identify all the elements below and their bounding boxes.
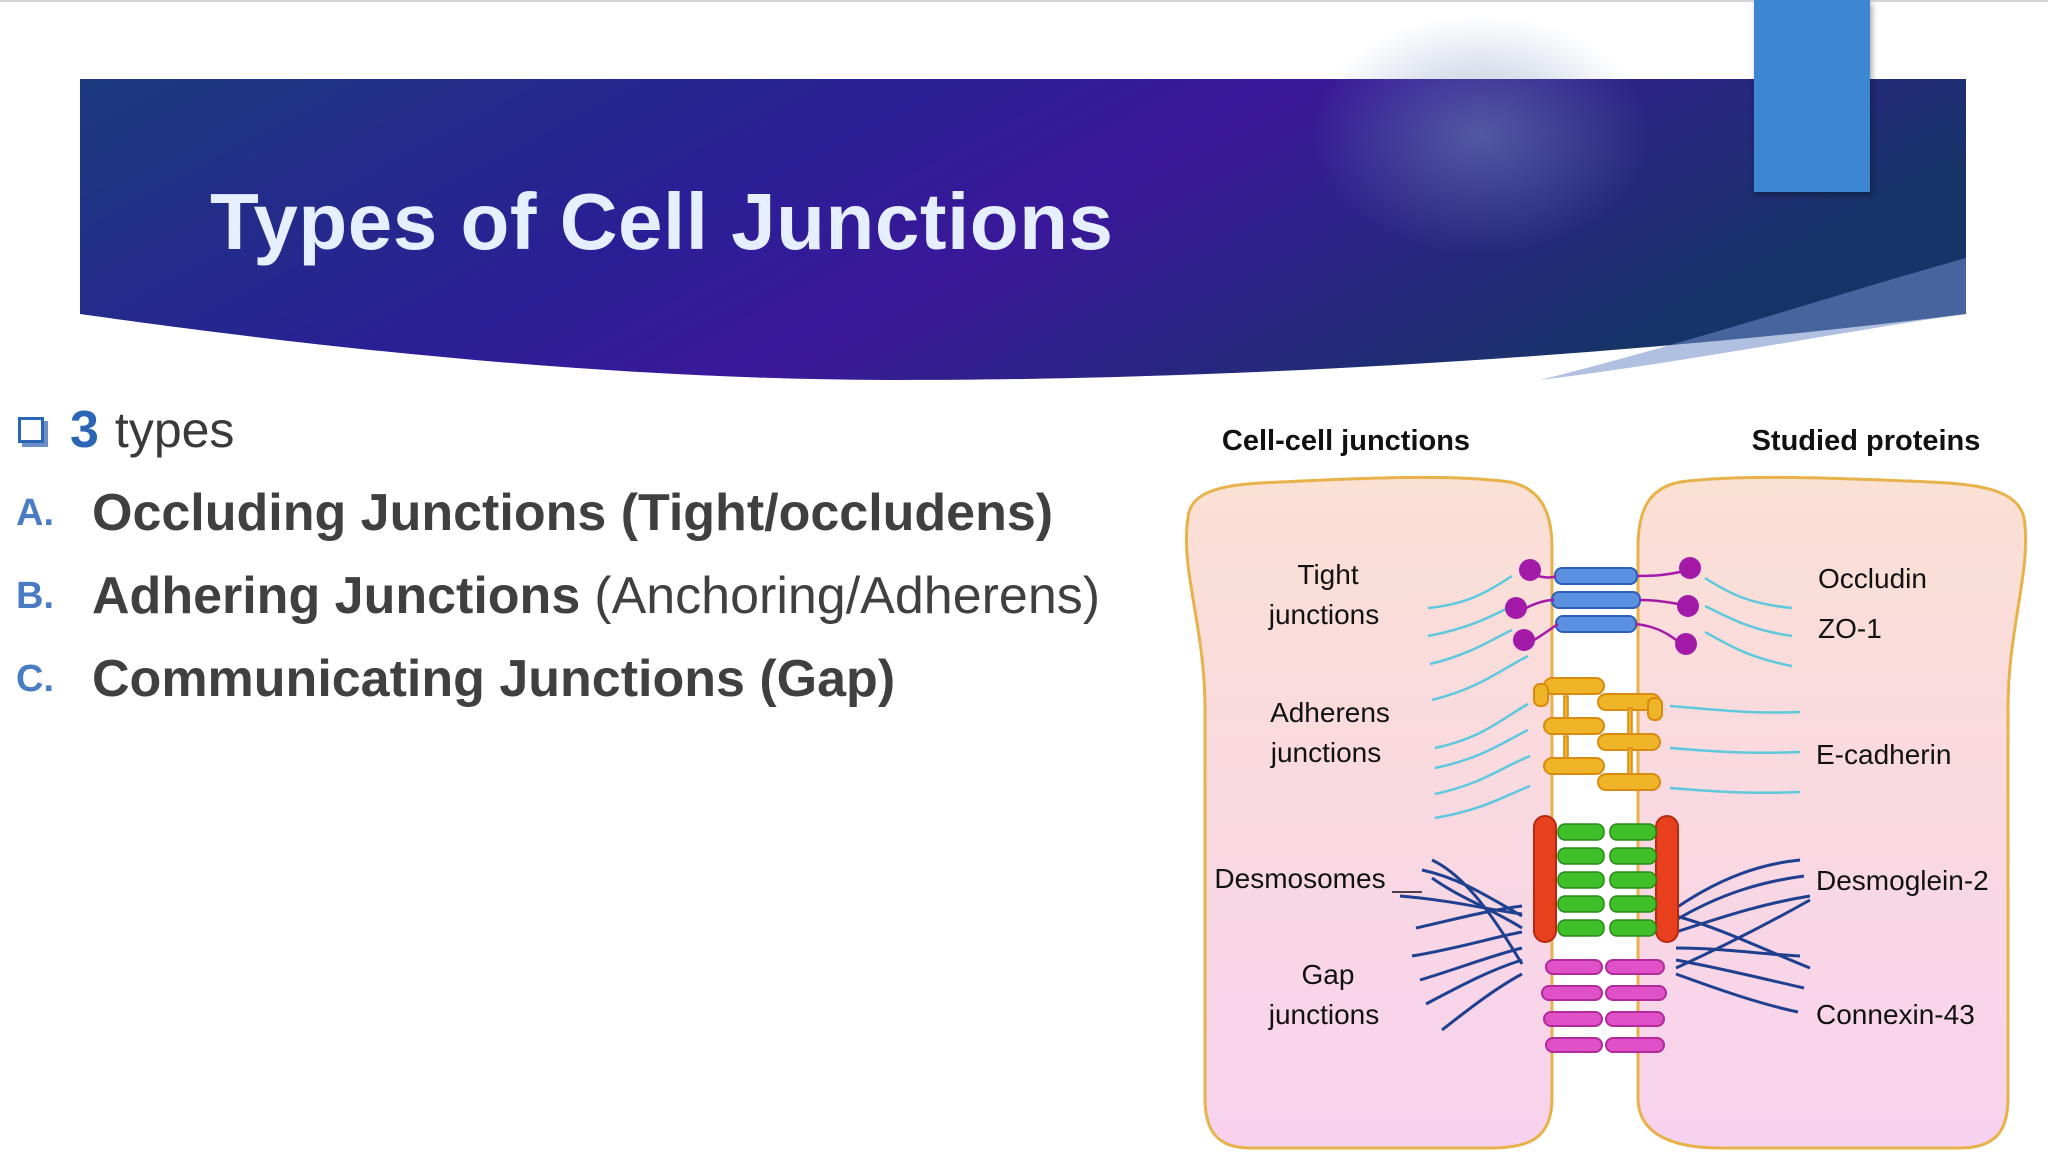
list-item-regular: (Anchoring/Adherens) (594, 567, 1101, 625)
list-item-bold: Adhering Junctions (92, 567, 581, 625)
label-connexin: Connexin-43 (1816, 999, 1975, 1030)
top-border (0, 0, 2048, 2)
right-heading: Studied proteins (1752, 425, 1981, 457)
label-zo1: ZO-1 (1818, 613, 1882, 644)
tight-junction-dots (1505, 557, 1701, 655)
label-desmosomes: Desmosomes (1214, 863, 1385, 894)
accent-tab (1754, 0, 1870, 192)
checkbox-bullet-icon (18, 417, 44, 443)
left-heading: Cell-cell junctions (1222, 425, 1470, 457)
label-desmoglein: Desmoglein-2 (1816, 865, 1989, 896)
label-tight-1: Tight (1297, 559, 1358, 590)
tight-filaments-left (1427, 574, 1531, 820)
label-gap-2: junctions (1268, 999, 1380, 1030)
title-banner (80, 15, 1966, 380)
left-cell (1184, 475, 1554, 1150)
label-ecadherin: E-cadherin (1816, 739, 1951, 770)
desmosome-filaments (1399, 858, 1811, 1032)
label-adherens-1: Adherens (1270, 697, 1390, 728)
desmosome-plaques (1533, 815, 1679, 943)
cell-junction-diagram: Cell-cell junctions Studied proteins (1184, 425, 2028, 1150)
label-adherens-2: junctions (1270, 737, 1382, 768)
tight-junction-strands (1551, 567, 1641, 633)
desmosome-links (1557, 823, 1657, 937)
label-gap-1: Gap (1302, 959, 1355, 990)
adherens-cadherins (1533, 677, 1663, 791)
gap-connexons (1541, 959, 1667, 1053)
list-letter: B. (16, 574, 54, 617)
list-item-bold: Communicating Junctions (Gap) (92, 650, 896, 708)
slide-title: Types of Cell Junctions (210, 177, 1114, 266)
list-item-a: A. Occluding Junctions (Tight/occludens) (16, 478, 1053, 548)
list-item-b: B. Adhering Junctions (Anchoring/Adheren… (16, 561, 1100, 631)
tight-filaments-right (1669, 576, 1801, 795)
label-occludin: Occludin (1818, 563, 1927, 594)
intro-number: 3 (70, 401, 99, 459)
intro-bullet: 3 types (18, 398, 234, 462)
label-tight-2: junctions (1268, 599, 1380, 630)
list-item-c: C. Communicating Junctions (Gap) (16, 644, 895, 714)
list-letter: C. (16, 657, 54, 700)
list-letter: A. (16, 491, 54, 534)
right-cell (1636, 475, 2028, 1150)
intro-text: types (114, 402, 235, 458)
list-item-bold: Occluding Junctions (Tight/occludens) (92, 484, 1054, 542)
